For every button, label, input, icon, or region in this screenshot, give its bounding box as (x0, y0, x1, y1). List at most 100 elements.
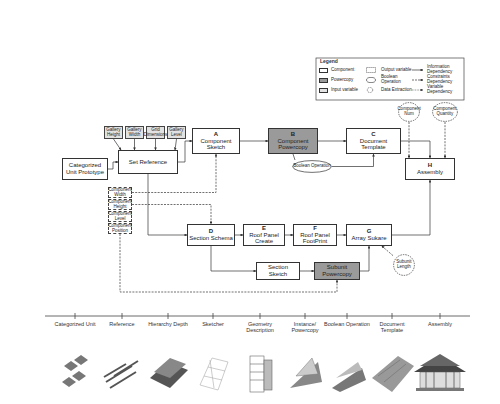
legend-symbol (366, 67, 378, 73)
legend-line (412, 80, 423, 81)
outline-shape (293, 161, 332, 173)
node-text: Component Position (108, 224, 131, 234)
flow-connector (285, 235, 293, 236)
outline-shape (433, 103, 458, 122)
process-box: AComponent Sketch (192, 128, 240, 154)
stage-label: Boolean Operation (324, 321, 370, 327)
legend-title: Legend (320, 59, 350, 65)
legend-entry: Constraints Dependency (412, 75, 463, 85)
powercopy-illustration (290, 358, 322, 388)
stage-label: Reference (99, 321, 145, 327)
node-text: Section Schema (189, 235, 233, 242)
legend-text: Variable Dependency (427, 85, 463, 94)
legend-entry: Component (319, 65, 364, 75)
output-variable: Component Width (108, 187, 132, 198)
node-text: Component Sketch (194, 138, 238, 151)
node-text: Subunit Powercopy (316, 264, 358, 277)
flow-connector (148, 174, 187, 235)
legend-frame (316, 58, 464, 100)
template-illustration (372, 356, 414, 392)
input-variable: Gallery Width (125, 126, 144, 139)
legend-swatch (319, 68, 328, 73)
legend-text: Input variable (331, 88, 364, 93)
unit-illustration (62, 355, 88, 387)
stage-label: Document Template (369, 321, 415, 333)
legend-symbol (366, 87, 378, 93)
flow-connector (175, 139, 177, 150)
process-box: GArray Sukare (346, 224, 392, 246)
process-box: ERoof Panel Create (243, 224, 285, 246)
process-box: DSection Schema (187, 224, 235, 246)
legend-entry: Variable Dependency (412, 85, 463, 95)
stage-label: Categorized Unit (52, 321, 98, 327)
step-letter: F (313, 225, 317, 232)
powercopy-box: Subunit Powercopy (314, 262, 360, 280)
legend-entry: Powercopy (319, 75, 364, 85)
input-variable: Grid Dimensions (146, 126, 165, 139)
legend-text: Component (331, 68, 364, 73)
node-text: Component Height (108, 200, 131, 210)
flow-connector (114, 139, 122, 150)
legend-symbol (412, 87, 424, 93)
node-text: Section Sketch (258, 264, 298, 277)
flow-connector (392, 180, 430, 235)
node-text: Gallery Width (127, 128, 142, 138)
flow-connector (134, 139, 135, 150)
flow-connector (108, 162, 118, 169)
legend-text: Powercopy (331, 78, 364, 83)
dependency-connector (382, 246, 393, 256)
flow-connector (178, 141, 192, 162)
legend-symbol (412, 77, 424, 83)
input-variable: Gallery Height (104, 126, 123, 139)
hierarchy-illustration (150, 358, 188, 388)
node-text: Set Reference (129, 159, 167, 166)
sketcher-illustration (200, 358, 228, 390)
assembly-illustration (414, 354, 466, 391)
step-letter: H (428, 162, 432, 169)
reference-illustration (104, 361, 138, 388)
stage-label: Hierarchy Depth (145, 321, 191, 327)
node-text: Component Width (108, 188, 131, 198)
extraction-circle: Component Quantity (432, 102, 458, 122)
legend-line (412, 70, 423, 71)
timeline-axis (45, 316, 470, 317)
extraction-circle: Component Num (398, 102, 420, 122)
legend-symbol (412, 67, 424, 73)
dependency-connector (445, 122, 446, 158)
legend-ellipse (367, 77, 376, 82)
node-text: Component Powercopy (270, 138, 316, 151)
node-text: Roof Panel FootPrint (295, 232, 335, 245)
node-text: Array Sukare (351, 235, 386, 242)
node-text: Component Quantity (433, 107, 457, 117)
process-box: Set Reference (118, 150, 178, 174)
dependency-connector (120, 234, 337, 292)
stage-label: Instance/ Powercopy (282, 321, 328, 333)
legend-text: Boolean Operation (381, 75, 413, 84)
powercopy-box: BComponent Powercopy (268, 128, 318, 154)
stage-label: Geometry Description (237, 321, 283, 333)
process-box: Categorized Unit Prototype (62, 158, 108, 180)
legend-text: Output variable (381, 68, 413, 73)
step-letter: E (262, 225, 266, 232)
process-box: CDocument Template (346, 128, 401, 154)
node-text: Component Num (397, 107, 420, 117)
legend-ellipse (367, 87, 372, 92)
flow-connector (235, 235, 243, 236)
legend-dashed-box (367, 68, 376, 73)
flow-connector (337, 235, 346, 236)
output-variable: Component Height (108, 199, 132, 210)
legend-text: Constraints Dependency (427, 75, 463, 84)
outline-shape (394, 255, 415, 276)
node-text: Component Level (108, 212, 131, 222)
legend-swatch (319, 88, 328, 93)
output-variable: Component Level (108, 211, 132, 222)
extraction-circle: Subunit Length (393, 254, 415, 276)
flow-connector (293, 154, 295, 160)
node-text: Boolean Operation (293, 164, 331, 169)
step-letter: C (371, 131, 375, 138)
node-text: Roof Panel Create (245, 232, 283, 245)
dependency-connector (409, 122, 410, 158)
output-variable: Component Position (108, 223, 132, 234)
